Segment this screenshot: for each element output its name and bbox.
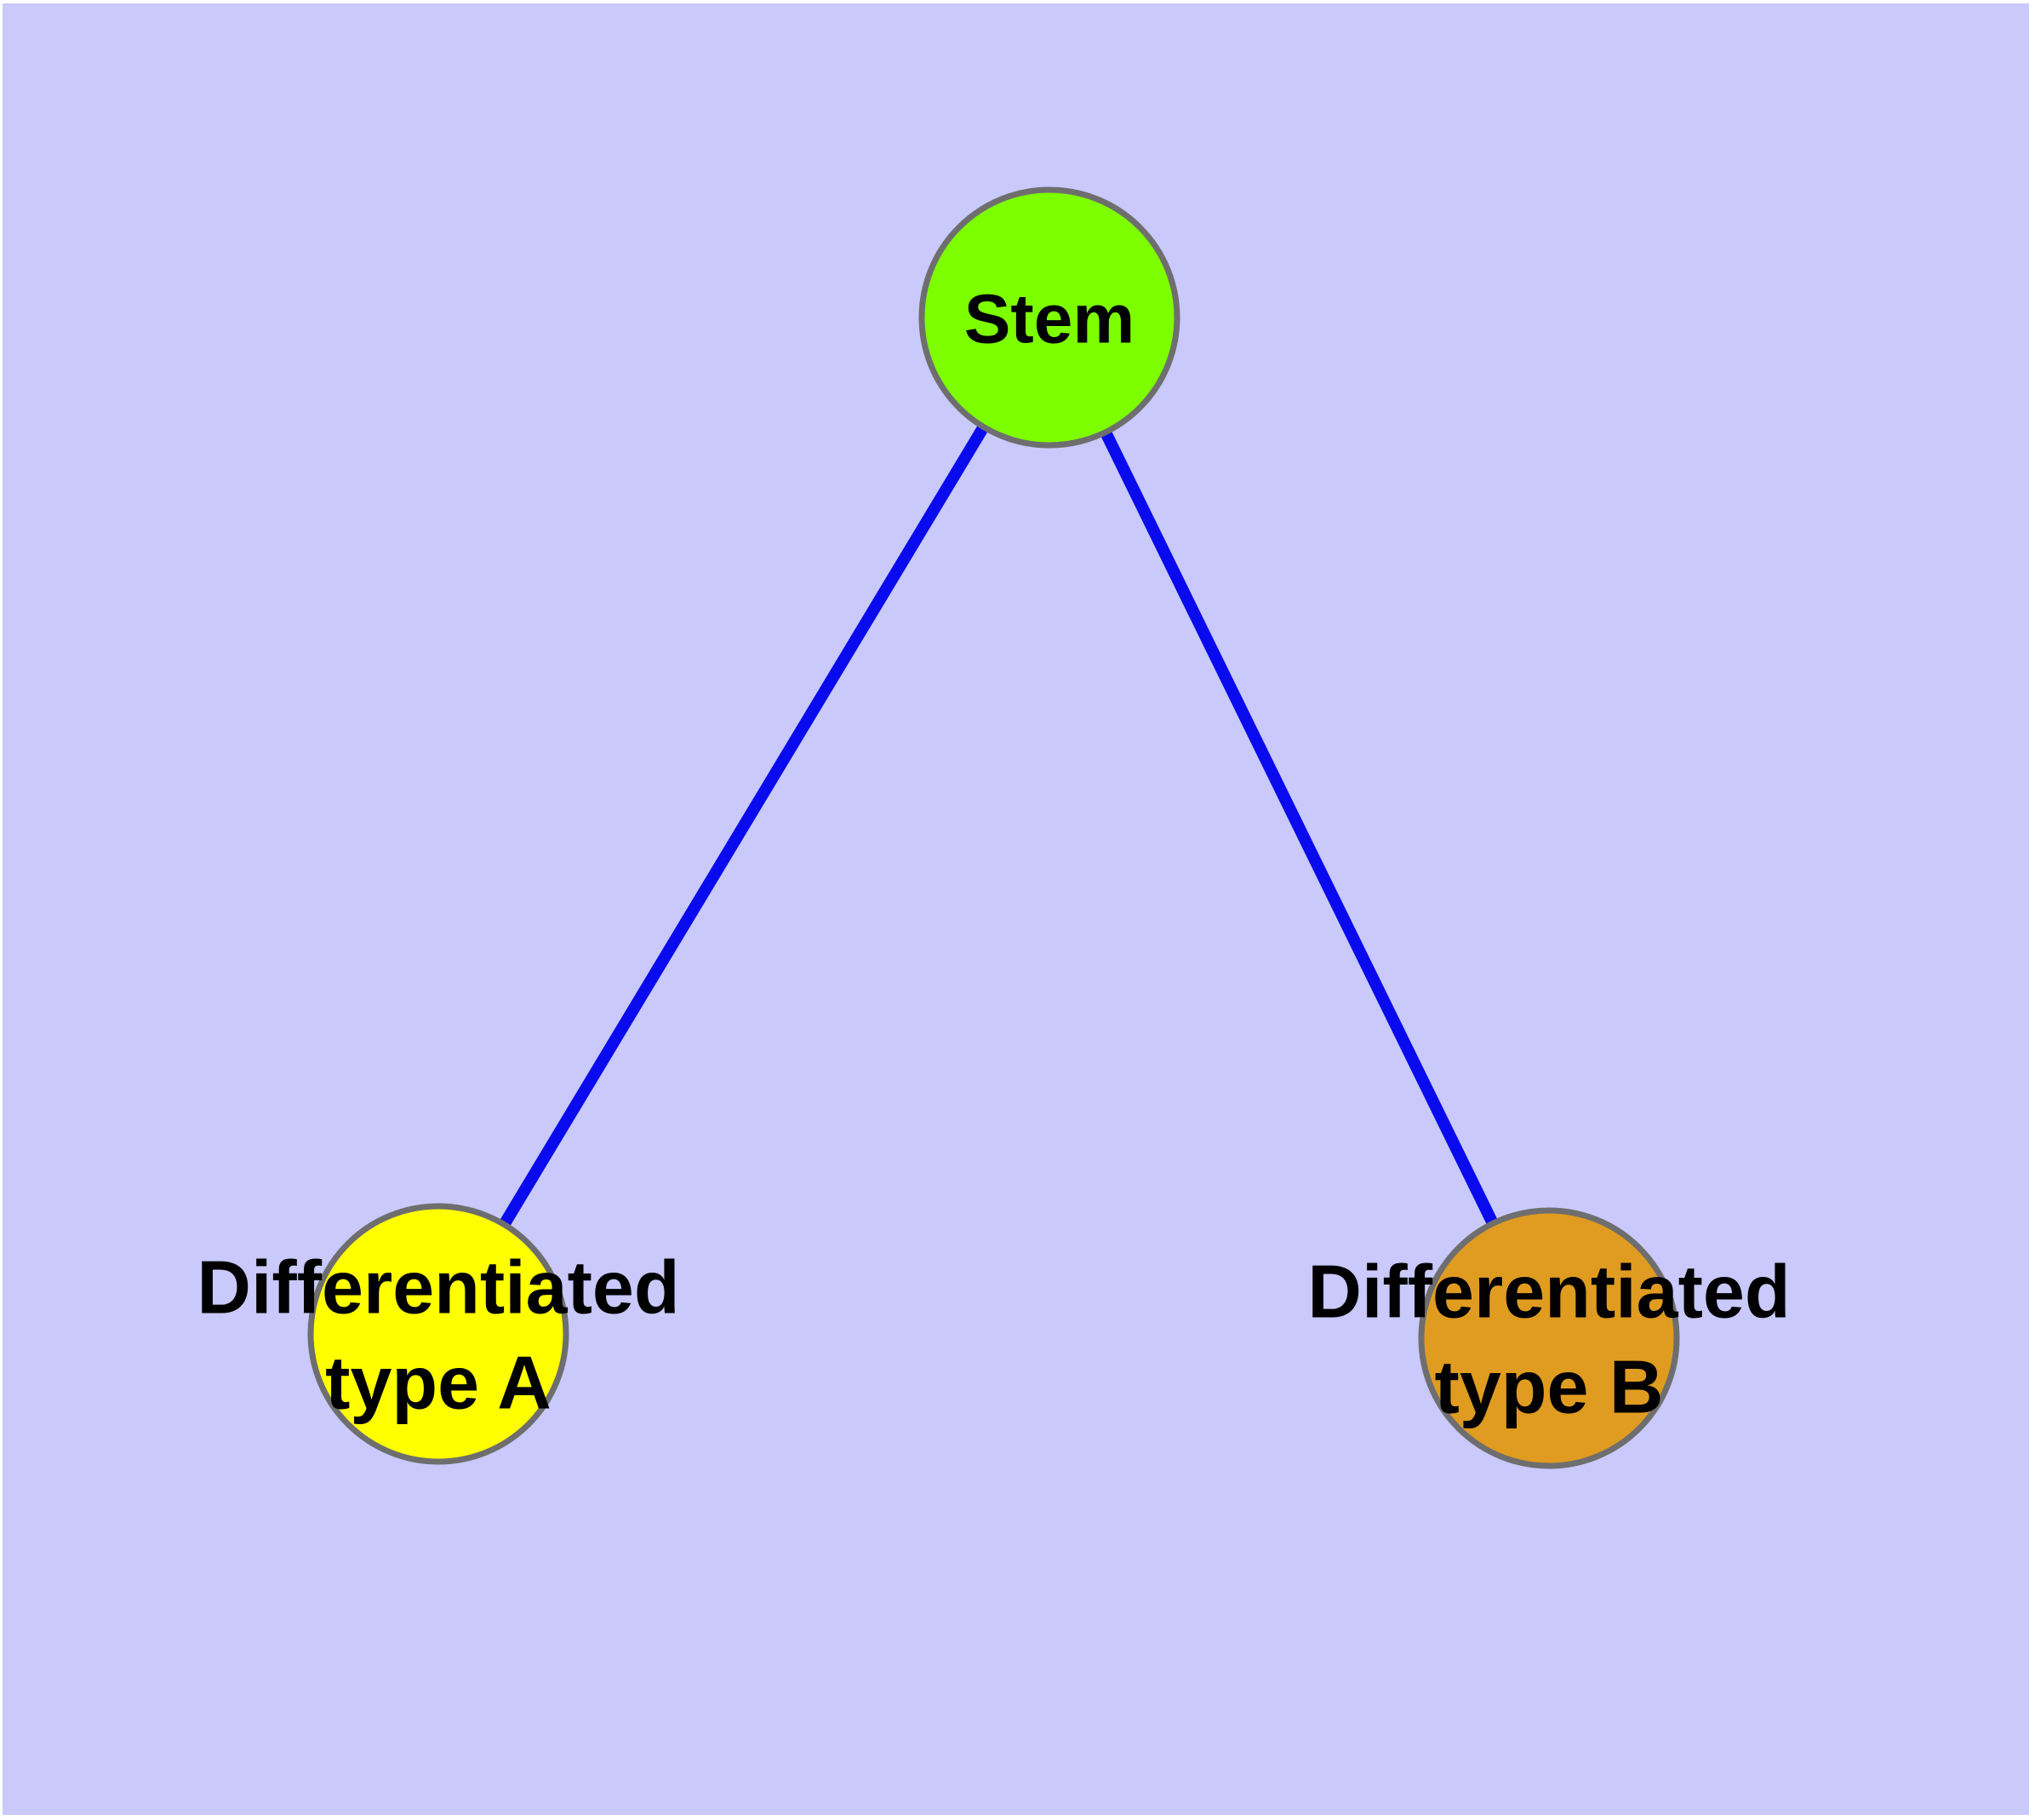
edge-stem-diff-b	[1043, 314, 1555, 1342]
edge-stem-diff-a	[433, 314, 1055, 1337]
node-diff-a[interactable]	[307, 1203, 569, 1465]
node-diff-b[interactable]	[1418, 1207, 1680, 1469]
node-stem[interactable]	[918, 186, 1180, 449]
